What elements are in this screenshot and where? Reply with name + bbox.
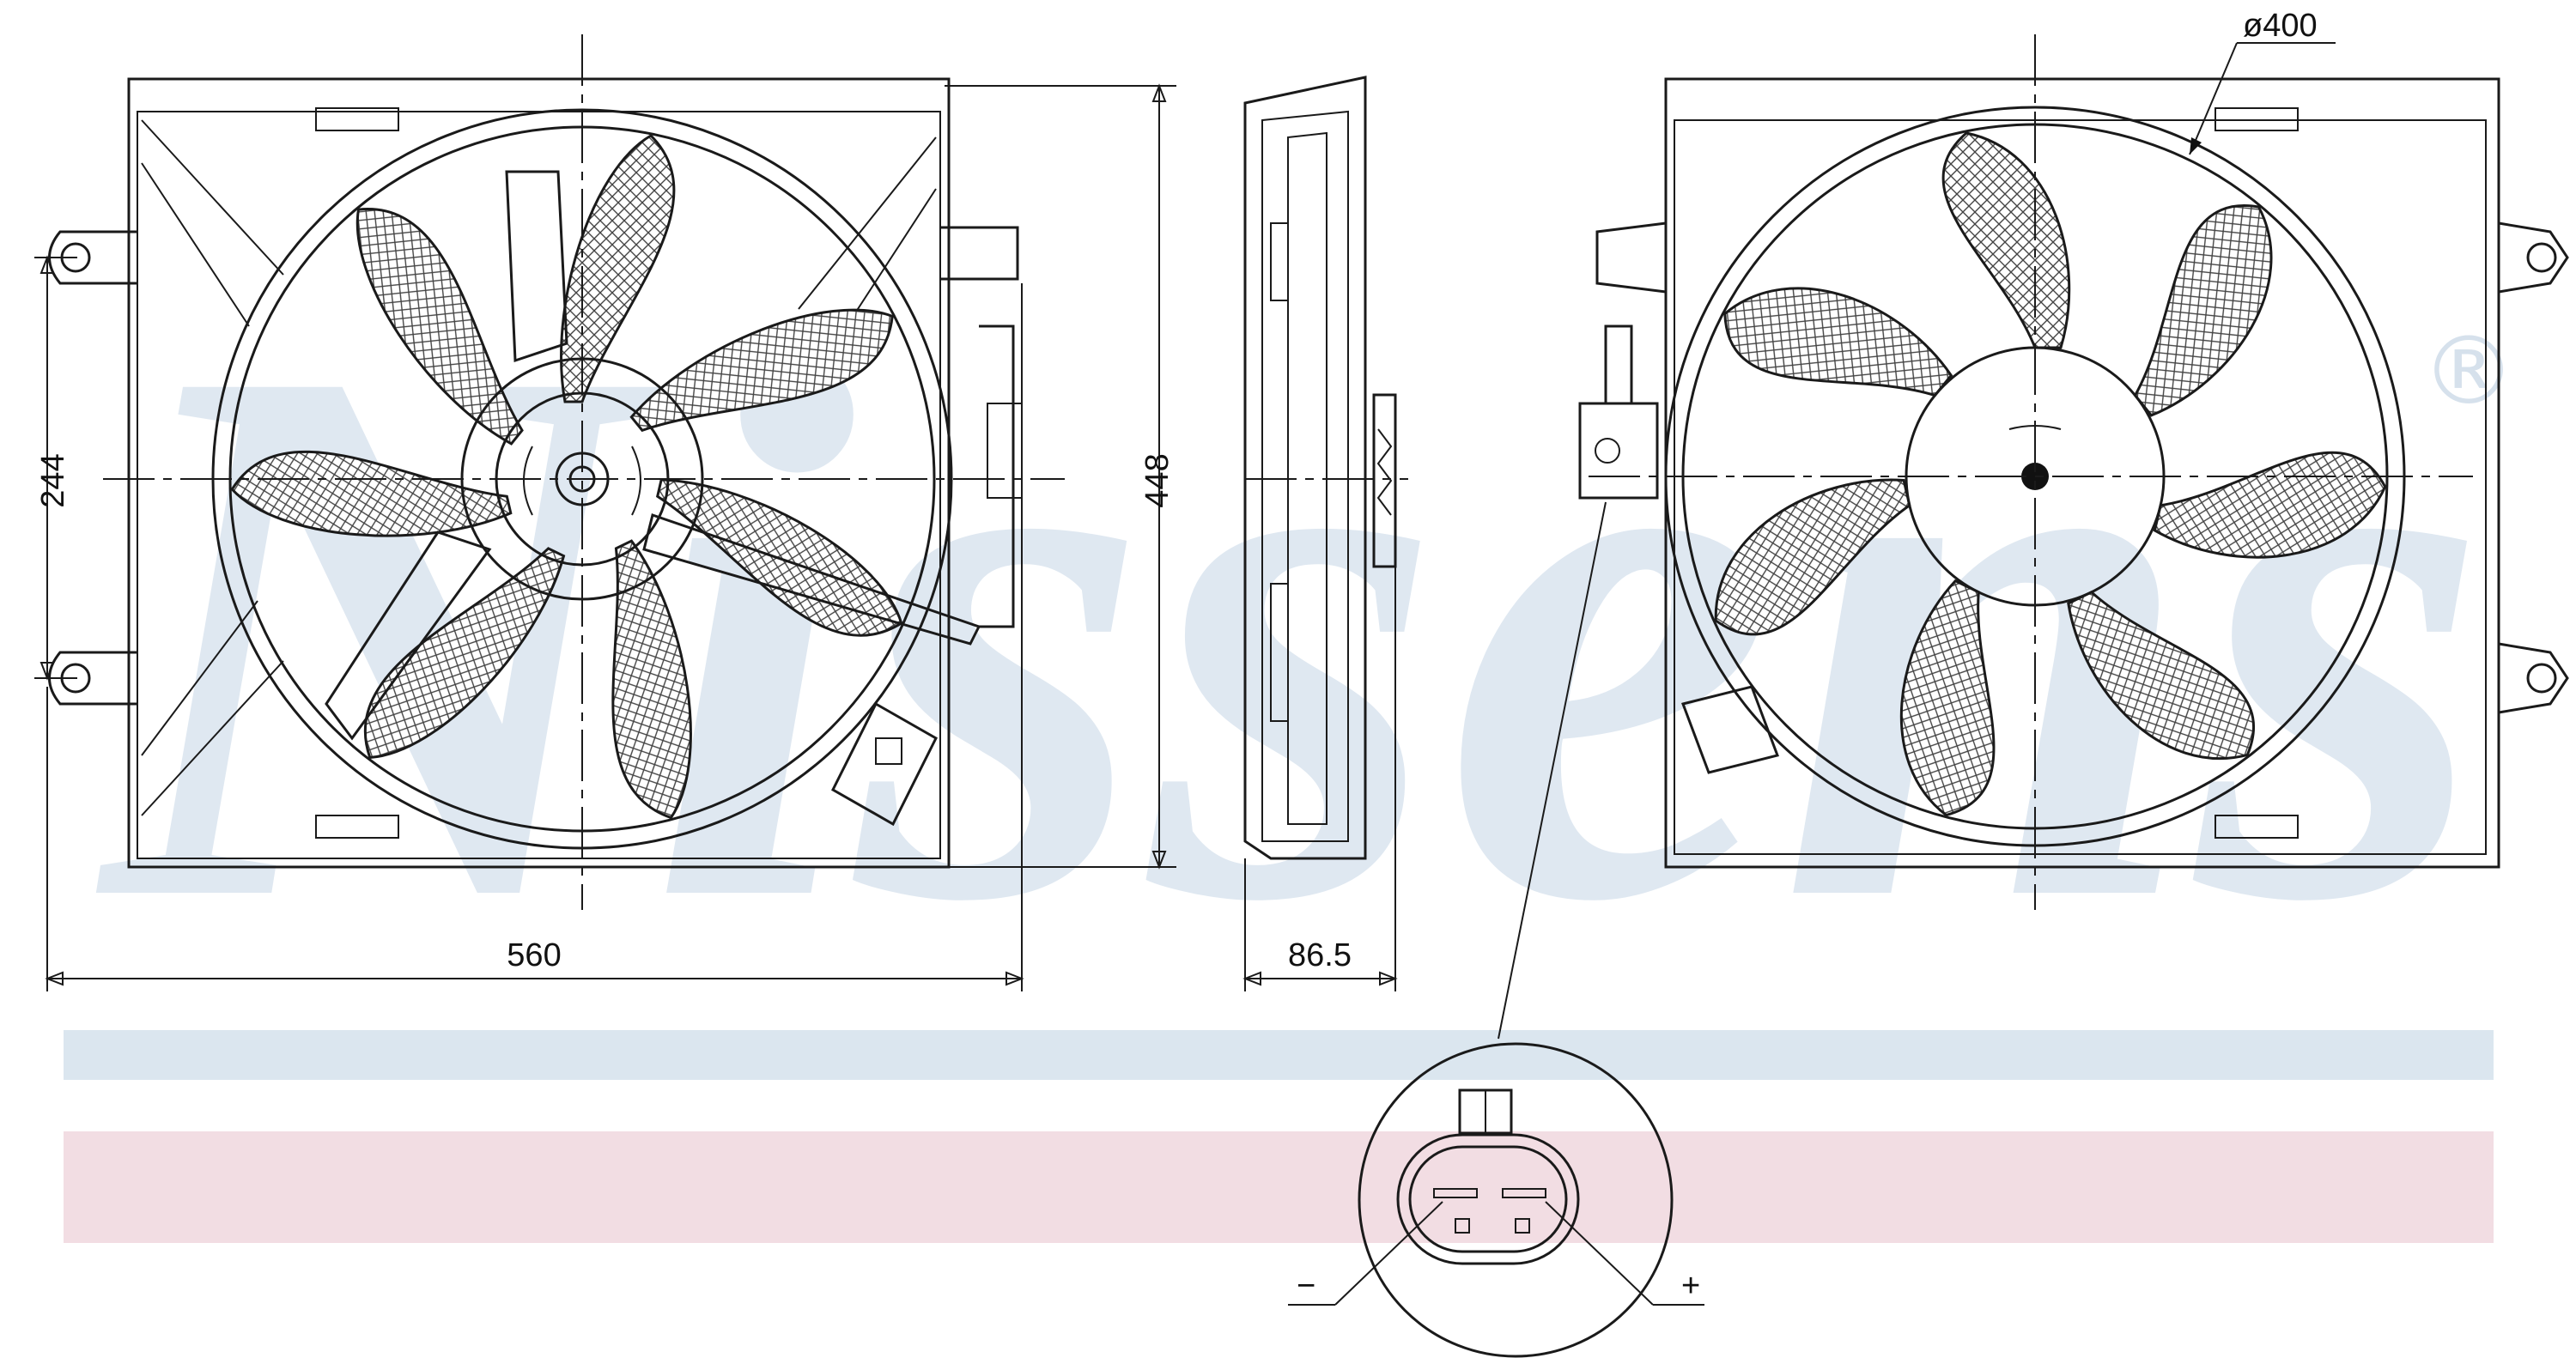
connector-positive-label: + [1681, 1268, 1700, 1304]
rear-view [1578, 34, 2569, 910]
dim-fan-diameter: ø400 [2243, 8, 2318, 44]
dim-mount-spacing: 244 [35, 453, 71, 507]
blue-band [64, 1030, 2494, 1080]
dim-height: 448 [1139, 453, 1176, 507]
dimension-lines [34, 83, 1176, 991]
dim-width: 560 [507, 937, 561, 973]
registered-mark: ® [2421, 316, 2516, 426]
connector-detail [1288, 501, 1704, 1358]
connector-negative-label: − [1297, 1268, 1315, 1304]
side-view [1242, 76, 1408, 991]
front-view [48, 34, 1065, 910]
dim-depth: 86.5 [1288, 937, 1352, 973]
pink-band [64, 1131, 2494, 1243]
